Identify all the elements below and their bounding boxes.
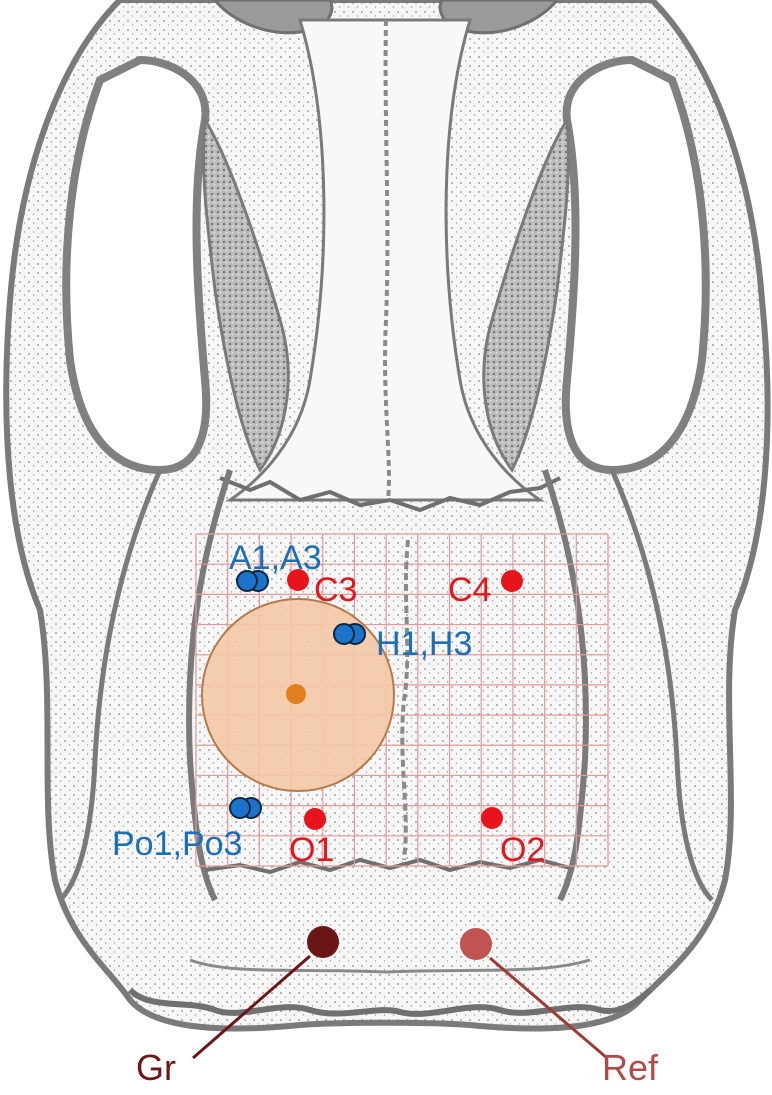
label-o1: O1 — [289, 831, 334, 869]
label-a1-a3: A1,A3 — [229, 539, 322, 577]
label-h1-h3: H1,H3 — [376, 625, 472, 663]
label-reference: Ref — [602, 1047, 659, 1088]
left-zygomatic-arch — [66, 60, 206, 470]
ground-electrode — [307, 926, 339, 958]
electrode-h1 — [334, 624, 354, 644]
label-o2: O2 — [500, 831, 545, 869]
label-po1-po3: Po1,Po3 — [112, 825, 242, 863]
electrode-o1 — [304, 808, 326, 830]
electrode-po1 — [230, 798, 250, 818]
electrodes-po1-po3 — [230, 798, 261, 818]
electrodes-h1-h3 — [334, 624, 365, 644]
right-zygomatic-arch — [566, 60, 706, 470]
label-c3: C3 — [314, 571, 357, 609]
electrode-c4 — [501, 570, 523, 592]
electrode-o2 — [481, 807, 503, 829]
lesion-center-dot — [286, 684, 306, 704]
label-ground: Gr — [136, 1047, 176, 1088]
reference-electrode — [460, 928, 492, 960]
label-c4: C4 — [448, 571, 491, 609]
skull-illustration — [6, 0, 767, 1029]
